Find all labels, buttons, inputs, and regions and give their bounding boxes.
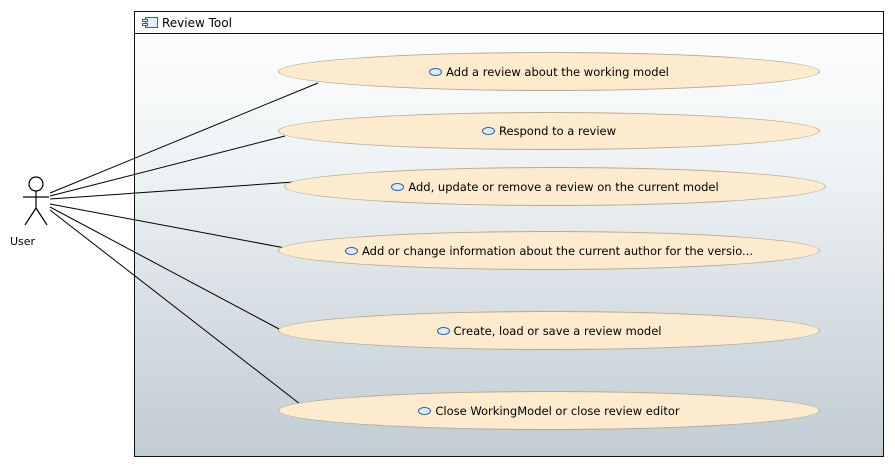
use-case-add-update-remove-review[interactable]: Add, update or remove a review on the cu… [284, 167, 826, 206]
actor-right-leg [35, 207, 48, 226]
actor-head [28, 176, 44, 192]
use-case-add-review[interactable]: Add a review about the working model [278, 52, 820, 91]
association-line[interactable] [49, 209, 301, 405]
association-line[interactable] [49, 203, 286, 249]
system-header: Review Tool [135, 12, 883, 34]
use-case-icon [436, 326, 450, 335]
use-case-close-editor[interactable]: Close WorkingModel or close review edito… [278, 391, 820, 430]
use-case-label: Add, update or remove a review on the cu… [408, 179, 719, 194]
association-line[interactable] [49, 206, 280, 330]
use-case-create-load-save-model[interactable]: Create, load or save a review model [278, 311, 820, 350]
component-icon [142, 17, 158, 28]
associations [49, 82, 319, 405]
use-case-author-information[interactable]: Add or change information about the curr… [278, 231, 820, 270]
use-case-label: Add a review about the working model [446, 64, 669, 79]
use-case-icon [418, 406, 432, 415]
use-case-label: Close WorkingModel or close review edito… [435, 403, 680, 418]
system-title: Review Tool [162, 15, 232, 30]
association-line[interactable] [49, 82, 319, 194]
association-line[interactable] [49, 135, 286, 197]
use-case-icon [345, 246, 358, 255]
use-case-respond-review[interactable]: Respond to a review [278, 112, 820, 150]
use-case-icon [391, 182, 405, 191]
use-case-icon [429, 67, 443, 76]
use-case-label: Create, load or save a review model [453, 323, 662, 338]
use-case-label: Respond to a review [498, 124, 617, 138]
actor-label: User [10, 235, 36, 248]
use-case-label: Add or change information about the curr… [362, 243, 753, 258]
association-line[interactable] [49, 181, 295, 200]
actor-left-leg [24, 207, 37, 226]
use-case-icon [481, 127, 495, 135]
user-actor-icon[interactable] [23, 176, 49, 226]
